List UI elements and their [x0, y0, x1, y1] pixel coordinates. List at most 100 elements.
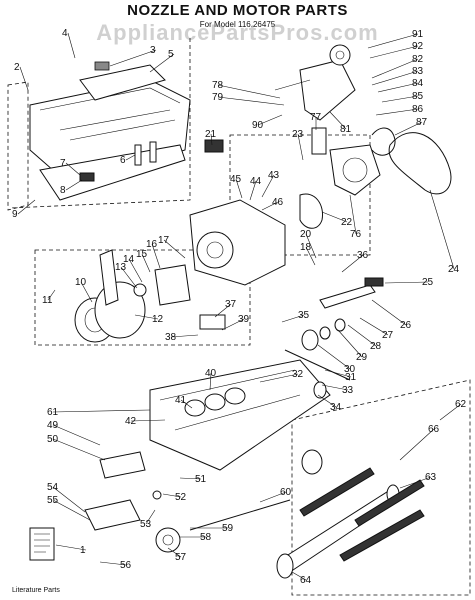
leader-line-1 — [55, 544, 87, 551]
part-label-66: 66 — [428, 424, 440, 435]
leader-line-10 — [80, 281, 93, 303]
part-label-10: 10 — [75, 277, 87, 288]
part-label-42: 42 — [125, 416, 137, 427]
leader-line-9 — [17, 199, 36, 215]
part-label-61: 61 — [47, 407, 59, 418]
part-label-50: 50 — [47, 434, 59, 445]
leader-line-28 — [347, 324, 377, 347]
model-subtitle: For Model 116.26475 — [199, 20, 276, 29]
leader-line-82 — [371, 58, 419, 79]
part-label-23: 23 — [292, 129, 304, 140]
leader-line-62 — [439, 403, 462, 421]
part-label-22: 22 — [341, 217, 353, 228]
part-label-1: 1 — [80, 545, 86, 556]
part-label-39: 39 — [238, 314, 250, 325]
part-label-20: 20 — [300, 229, 312, 240]
leader-line-4 — [67, 32, 76, 59]
leader-line-86 — [375, 108, 419, 116]
leader-line-39 — [221, 318, 245, 331]
part-label-18: 18 — [300, 242, 312, 253]
part-label-32: 32 — [292, 369, 304, 380]
leader-line-23 — [297, 133, 304, 161]
part-label-49: 49 — [47, 420, 59, 431]
leader-line-64 — [291, 571, 307, 581]
part-label-58: 58 — [200, 532, 212, 543]
leader-line-63 — [399, 476, 432, 489]
leader-line-18 — [305, 246, 316, 266]
part-label-86: 86 — [412, 104, 424, 115]
part-label-36: 36 — [357, 250, 369, 261]
part-label-81: 81 — [340, 124, 352, 135]
part-label-44: 44 — [250, 176, 262, 187]
leader-line-60 — [259, 491, 287, 503]
leader-line-13 — [120, 266, 138, 289]
part-label-54: 54 — [47, 482, 59, 493]
leader-line-90 — [257, 114, 283, 126]
literature-label: Literature Parts — [12, 587, 60, 594]
leader-line-24 — [429, 189, 455, 270]
part-label-14: 14 — [123, 254, 135, 265]
part-label-46: 46 — [272, 197, 284, 208]
leader-line-52 — [162, 493, 182, 498]
part-label-13: 13 — [115, 262, 127, 273]
part-label-45: 45 — [230, 174, 242, 185]
part-label-8: 8 — [60, 185, 66, 196]
part-label-28: 28 — [370, 341, 382, 352]
leader-line-11 — [47, 289, 56, 301]
leader-lines — [17, 32, 462, 581]
leader-line-5 — [149, 53, 175, 73]
belt-guide — [371, 127, 396, 156]
part-label-25: 25 — [422, 277, 434, 288]
leader-line-55 — [52, 499, 91, 521]
part-label-6: 6 — [120, 155, 126, 166]
leader-line-78 — [217, 84, 281, 99]
part-label-78: 78 — [212, 80, 224, 91]
part-label-76: 76 — [350, 229, 362, 240]
part-label-34: 34 — [330, 402, 342, 413]
leader-line-25 — [384, 281, 429, 284]
leader-line-87 — [394, 121, 423, 136]
leader-line-46 — [261, 201, 279, 211]
part-label-43: 43 — [268, 170, 280, 181]
part-label-53: 53 — [140, 519, 152, 530]
leader-line-33 — [321, 384, 349, 391]
hood-group-box — [7, 81, 29, 211]
leader-line-45 — [235, 178, 243, 199]
leader-line-3 — [109, 49, 157, 67]
part-label-5: 5 — [168, 49, 174, 60]
part-label-29: 29 — [356, 352, 368, 363]
leader-line-57 — [167, 547, 182, 558]
part-label-84: 84 — [412, 78, 424, 89]
part-label-60: 60 — [280, 487, 292, 498]
leader-line-12 — [134, 314, 159, 320]
leader-line-15 — [141, 253, 151, 273]
part-label-90: 90 — [252, 120, 264, 131]
part-label-37: 37 — [225, 299, 237, 310]
leader-line-56 — [99, 561, 127, 566]
fan-group-box — [34, 249, 251, 346]
part-label-41: 41 — [175, 395, 187, 406]
leader-line-6 — [125, 154, 136, 161]
part-label-7: 7 — [60, 158, 66, 169]
leader-line-7 — [65, 162, 81, 176]
leader-line-26 — [371, 299, 407, 326]
leader-line-44 — [249, 180, 257, 201]
brushroll-group-box — [291, 379, 471, 596]
leader-line-8 — [65, 179, 83, 191]
part-label-11: 11 — [42, 295, 53, 306]
leader-line-92 — [369, 45, 419, 59]
part-label-33: 33 — [342, 385, 354, 396]
part-label-2: 2 — [14, 62, 20, 73]
part-label-62: 62 — [455, 399, 467, 410]
leader-line-41 — [180, 399, 193, 409]
leader-line-81 — [329, 111, 347, 130]
leader-line-16 — [151, 243, 161, 269]
leader-line-40 — [209, 372, 212, 391]
part-label-87: 87 — [416, 117, 428, 128]
part-label-59: 59 — [222, 523, 234, 534]
leader-line-42 — [130, 419, 166, 422]
leader-line-61 — [52, 409, 151, 413]
